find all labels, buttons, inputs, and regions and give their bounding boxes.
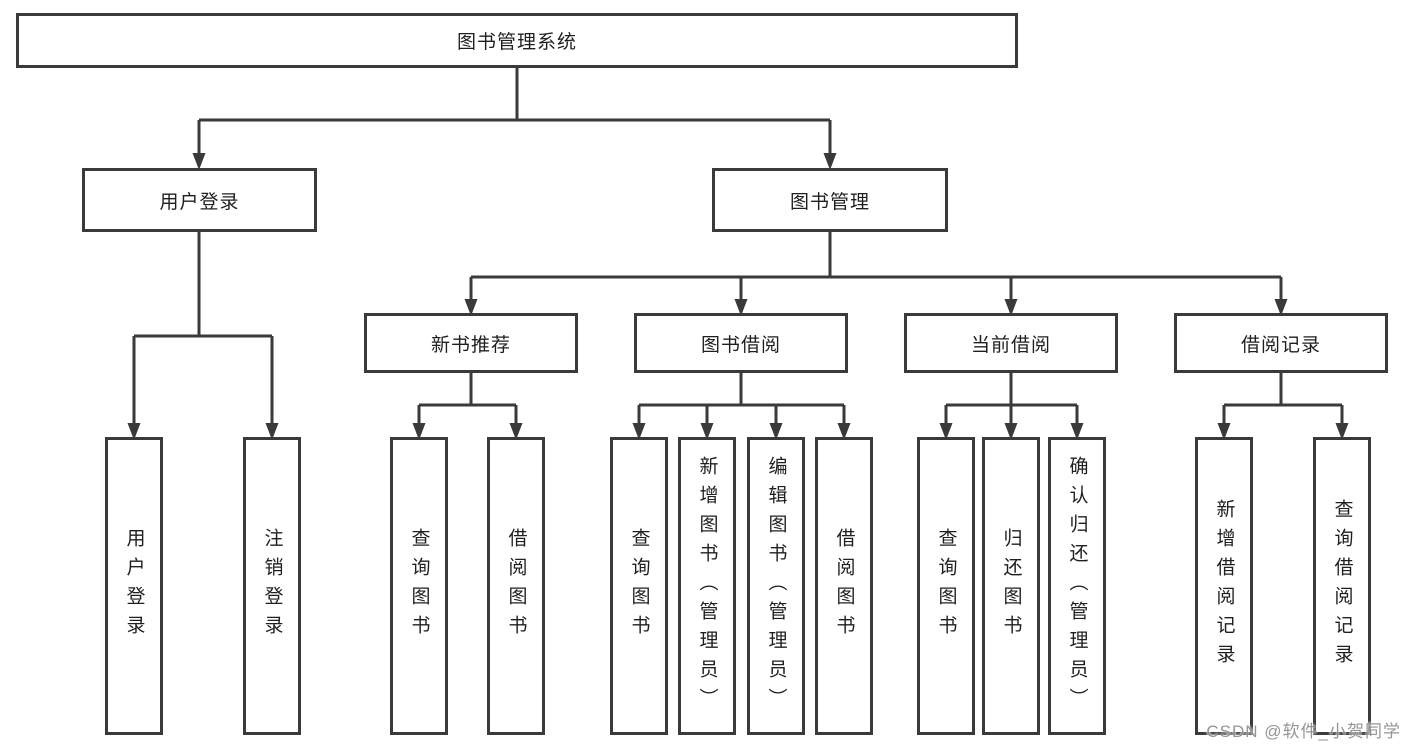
- leaf-borrow-books-label: 借阅图书: [833, 528, 855, 644]
- leaf-add-books-admin-label: 新增图书（管理员）: [696, 455, 718, 717]
- leaf-return-books: 归还图书: [982, 437, 1040, 735]
- leaf-add-borrow-record-label: 新增借阅记录: [1213, 499, 1235, 673]
- node-book-borrow-label: 图书借阅: [700, 334, 781, 356]
- leaf-edit-books-admin: 编辑图书（管理员）: [747, 437, 805, 735]
- leaf-logout-login: 注销登录: [243, 437, 301, 735]
- node-current-borrow-label: 当前借阅: [970, 334, 1051, 356]
- node-book-management-label: 图书管理: [789, 191, 870, 213]
- leaf-return-books-label: 归还图书: [1000, 528, 1022, 644]
- leaf-borrow-books: 借阅图书: [815, 437, 873, 735]
- node-new-book-recommend-label: 新书推荐: [430, 334, 511, 356]
- node-book-borrow: 图书借阅: [634, 313, 848, 373]
- node-borrow-records: 借阅记录: [1174, 313, 1388, 373]
- leaf-query-books-borrow: 查询图书: [610, 437, 668, 735]
- node-user-login-label: 用户登录: [159, 191, 240, 213]
- node-user-login: 用户登录: [82, 168, 317, 232]
- leaf-query-borrow-record-label: 查询借阅记录: [1331, 499, 1353, 673]
- node-borrow-records-label: 借阅记录: [1240, 334, 1321, 356]
- node-current-borrow: 当前借阅: [904, 313, 1118, 373]
- leaf-query-books-current-label: 查询图书: [935, 528, 957, 644]
- leaf-query-borrow-record: 查询借阅记录: [1313, 437, 1371, 735]
- leaf-borrow-books-recommend: 借阅图书: [487, 437, 545, 735]
- leaf-query-books-recommend-label: 查询图书: [408, 528, 430, 644]
- leaf-query-books-current: 查询图书: [917, 437, 975, 735]
- leaf-confirm-return-admin-label: 确认归还（管理员）: [1066, 455, 1088, 717]
- leaf-user-login: 用户登录: [105, 437, 163, 735]
- leaf-edit-books-admin-label: 编辑图书（管理员）: [765, 455, 787, 717]
- node-root: 图书管理系统: [16, 13, 1018, 68]
- leaf-borrow-books-recommend-label: 借阅图书: [505, 528, 527, 644]
- node-new-book-recommend: 新书推荐: [364, 313, 578, 373]
- csdn-watermark: CSDN @软件_小贺同学: [1206, 722, 1401, 741]
- leaf-add-books-admin: 新增图书（管理员）: [678, 437, 736, 735]
- node-root-label: 图书管理系统: [456, 32, 577, 53]
- leaf-query-books-recommend: 查询图书: [390, 437, 448, 735]
- leaf-query-books-borrow-label: 查询图书: [628, 528, 650, 644]
- leaf-logout-login-label: 注销登录: [261, 528, 283, 644]
- leaf-add-borrow-record: 新增借阅记录: [1195, 437, 1253, 735]
- leaf-confirm-return-admin: 确认归还（管理员）: [1048, 437, 1106, 735]
- leaf-user-login-label: 用户登录: [123, 528, 145, 644]
- node-book-management: 图书管理: [712, 168, 948, 232]
